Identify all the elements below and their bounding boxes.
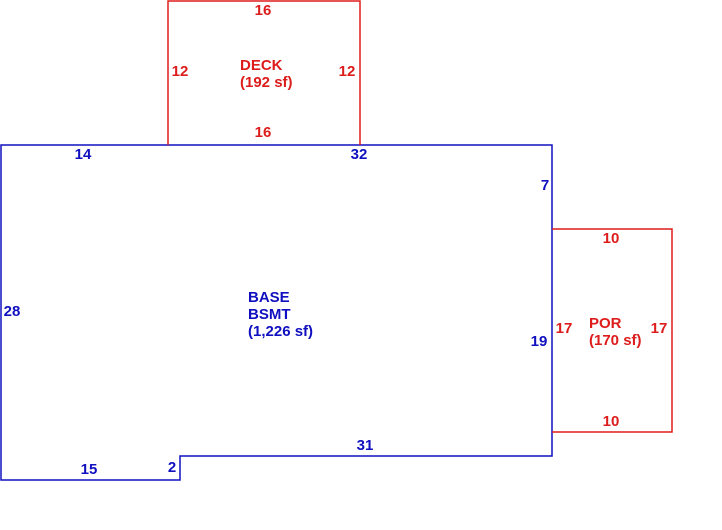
- base-dim-top-right: 32: [351, 146, 368, 163]
- base-dim-right-upper: 7: [541, 177, 549, 194]
- porch-dim-left: 17: [556, 320, 573, 337]
- base-outline: [0, 144, 553, 481]
- base-dim-top-left: 14: [75, 146, 92, 163]
- base-dim-notch: 2: [168, 459, 176, 476]
- porch-outline: [552, 228, 673, 433]
- porch-label: POR: [589, 315, 622, 332]
- deck-dim-right: 12: [339, 63, 356, 80]
- deck-dim-bottom: 16: [255, 124, 272, 141]
- porch-area: (170 sf): [589, 332, 642, 349]
- base-dim-right-lower: 19: [531, 333, 548, 350]
- deck-dim-top: 16: [255, 2, 272, 19]
- deck-label: DECK: [240, 57, 283, 74]
- deck-outline: [167, 0, 361, 145]
- porch-dim-top: 10: [603, 230, 620, 247]
- deck-area: (192 sf): [240, 74, 293, 91]
- base-dim-bottom-right: 31: [357, 437, 374, 454]
- base-dim-left: 28: [4, 303, 21, 320]
- deck-dim-left: 12: [172, 63, 189, 80]
- base-sublabel: BSMT: [248, 306, 291, 323]
- base-dim-bottom-left: 15: [81, 461, 98, 478]
- base-label: BASE: [248, 289, 290, 306]
- base-area: (1,226 sf): [248, 323, 313, 340]
- porch-dim-right: 17: [651, 320, 668, 337]
- porch-dim-bottom: 10: [603, 413, 620, 430]
